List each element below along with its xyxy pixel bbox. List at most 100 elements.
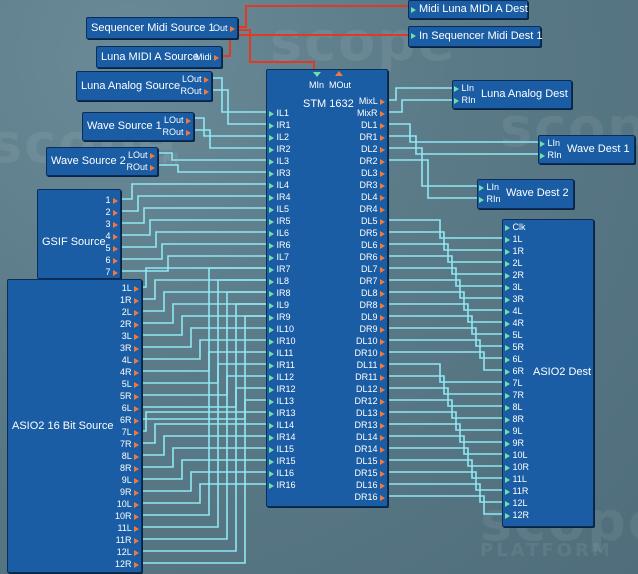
out-port-10l[interactable]: 10L — [117, 498, 139, 510]
wave-dest-2-module[interactable]: LIn RIn Wave Dest 2 — [477, 179, 574, 209]
out-port-1l[interactable]: 1L — [122, 282, 139, 294]
luna-analog-dest-module[interactable]: LIn RIn Luna Analog Dest — [452, 80, 572, 109]
sequencer-midi-source-module[interactable]: Sequencer Midi Source 1 Out — [86, 17, 238, 39]
out-port-4r[interactable]: 4R — [120, 366, 139, 378]
out-port-3l[interactable]: 3L — [122, 330, 139, 342]
out-port-dl13[interactable]: DL13 — [356, 407, 385, 419]
wave-dest-1-module[interactable]: LIn RIn Wave Dest 1 — [538, 135, 635, 164]
out-port-11r[interactable]: 11R — [116, 534, 139, 546]
out-port-dr8[interactable]: DR8 — [359, 299, 385, 311]
out-port-1[interactable]: 1 — [105, 194, 118, 206]
in-port-1r[interactable]: 1R — [505, 245, 524, 257]
in-port-il3[interactable]: IL3 — [269, 155, 289, 167]
out-port-dr2[interactable]: DR2 — [359, 155, 385, 167]
out-port-8r[interactable]: 8R — [120, 462, 139, 474]
wave-source-1-module[interactable]: Wave Source 1 LOut ROut — [82, 112, 194, 141]
in-port-7r[interactable]: 7R — [505, 389, 524, 401]
wave-source-2-module[interactable]: Wave Source 2 LOut ROut — [46, 147, 158, 176]
out-port-mixl[interactable]: MixL — [359, 95, 385, 107]
in-port-12r[interactable]: 12R — [505, 509, 529, 521]
in-port[interactable]: LIn — [540, 137, 560, 149]
in-port-4l[interactable]: 4L — [505, 305, 523, 317]
out-port-dl16[interactable]: DL16 — [356, 479, 385, 491]
in-port-il14[interactable]: IL14 — [269, 419, 294, 431]
out-port-3r[interactable]: 3R — [120, 342, 139, 354]
in-port-ir10[interactable]: IR10 — [269, 335, 296, 347]
in-port-7l[interactable]: 7L — [505, 377, 523, 389]
in-port-il12[interactable]: IL12 — [269, 371, 294, 383]
out-port-12r[interactable]: 12R — [115, 558, 139, 570]
in-port-ir6[interactable]: IR6 — [269, 239, 291, 251]
in-port-ir8[interactable]: IR8 — [269, 287, 291, 299]
in-port-8r[interactable]: 8R — [505, 413, 524, 425]
out-port[interactable]: LOut — [182, 73, 209, 85]
out-port-7r[interactable]: 7R — [120, 438, 139, 450]
in-port-6l[interactable]: 6L — [505, 353, 523, 365]
out-port-9l[interactable]: 9L — [122, 474, 139, 486]
out-port-11l[interactable]: 11L — [117, 522, 139, 534]
out-port-7[interactable]: 7 — [105, 266, 118, 278]
luna-midi-source-module[interactable]: Luna MIDI A Source Midi — [96, 46, 222, 68]
out-port-1r[interactable]: 1R — [120, 294, 139, 306]
out-port[interactable]: LOut — [164, 114, 191, 126]
out-port-dr5[interactable]: DR5 — [359, 227, 385, 239]
in-port-ir4[interactable]: IR4 — [269, 191, 291, 203]
in-port-il16[interactable]: IL16 — [269, 467, 294, 479]
in-port-ir3[interactable]: IR3 — [269, 167, 291, 179]
out-port-dl2[interactable]: DL2 — [361, 143, 385, 155]
out-port-dl4[interactable]: DL4 — [361, 191, 385, 203]
gsif-source-module[interactable]: GSIF Source 1 2 3 4 5 6 7 — [37, 189, 121, 279]
in-port-9l[interactable]: 9L — [505, 425, 523, 437]
out-port-dl12[interactable]: DL12 — [356, 383, 385, 395]
in-port-il7[interactable]: IL7 — [269, 251, 289, 263]
in-port[interactable]: LIn — [454, 82, 474, 94]
in-port-ir16[interactable]: IR16 — [269, 479, 296, 491]
in-arrow-icon[interactable] — [411, 33, 416, 39]
out-port-dr4[interactable]: DR4 — [359, 203, 385, 215]
in-port-il11[interactable]: IL11 — [269, 347, 293, 359]
out-port-dr12[interactable]: DR12 — [354, 395, 385, 407]
in-port-il13[interactable]: IL13 — [269, 395, 294, 407]
in-port-il9[interactable]: IL9 — [269, 299, 289, 311]
in-port-11r[interactable]: 11R — [505, 485, 528, 497]
in-port-ir7[interactable]: IR7 — [269, 263, 291, 275]
out-port-4l[interactable]: 4L — [122, 354, 139, 366]
midi-out-port[interactable]: Midi — [195, 51, 219, 63]
out-port-dl9[interactable]: DL9 — [361, 311, 385, 323]
in-port-9r[interactable]: 9R — [505, 437, 524, 449]
out-port-dl1[interactable]: DL1 — [361, 119, 385, 131]
in-port-ir12[interactable]: IR12 — [269, 383, 296, 395]
in-port-il10[interactable]: IL10 — [269, 323, 294, 335]
out-port-8l[interactable]: 8L — [122, 450, 139, 462]
in-port-10l[interactable]: 10L — [505, 449, 528, 461]
out-port-dr13[interactable]: DR13 — [354, 419, 385, 431]
in-port-5l[interactable]: 5L — [505, 329, 523, 341]
out-port-9r[interactable]: 9R — [120, 486, 139, 498]
out-port-dl15[interactable]: DL15 — [356, 455, 385, 467]
in-port-3r[interactable]: 3R — [505, 293, 524, 305]
out-port-dl7[interactable]: DL7 — [361, 263, 385, 275]
out-port-mixr[interactable]: MixR — [357, 107, 385, 119]
in-arrow-icon[interactable] — [411, 7, 416, 13]
in-port-10r[interactable]: 10R — [505, 461, 529, 473]
in-port-il4[interactable]: IL4 — [269, 179, 289, 191]
out-port-5[interactable]: 5 — [105, 242, 118, 254]
in-port-il15[interactable]: IL15 — [269, 443, 294, 455]
out-port-dl11[interactable]: DL11 — [357, 359, 385, 371]
in-port[interactable]: RIn — [454, 94, 476, 106]
out-port-5r[interactable]: 5R — [120, 390, 139, 402]
in-port-il6[interactable]: IL6 — [269, 227, 289, 239]
in-port-5r[interactable]: 5R — [505, 341, 524, 353]
out-port-6[interactable]: 6 — [105, 254, 118, 266]
midi-in-port[interactable]: MIn — [309, 80, 325, 90]
out-port-dr6[interactable]: DR6 — [359, 251, 385, 263]
out-port[interactable]: ROut — [162, 126, 191, 138]
asio2-dest-module[interactable]: ASIO2 Dest Clk 1L 1R 2L 2R 3L 3R 4L 4R 5… — [502, 219, 594, 527]
in-port-2l[interactable]: 2L — [505, 257, 523, 269]
stm-1632-mixer-module[interactable]: STM 1632 MIn MOut IL1 IR1 IL2 IR2 IL3 IR… — [266, 69, 388, 507]
in-port[interactable]: LIn — [479, 181, 499, 193]
out-port-dl10[interactable]: DL10 — [356, 335, 385, 347]
out-port-dr3[interactable]: DR3 — [359, 179, 385, 191]
in-sequencer-midi-dest-module[interactable]: In Sequencer Midi Dest 1 — [408, 26, 543, 47]
